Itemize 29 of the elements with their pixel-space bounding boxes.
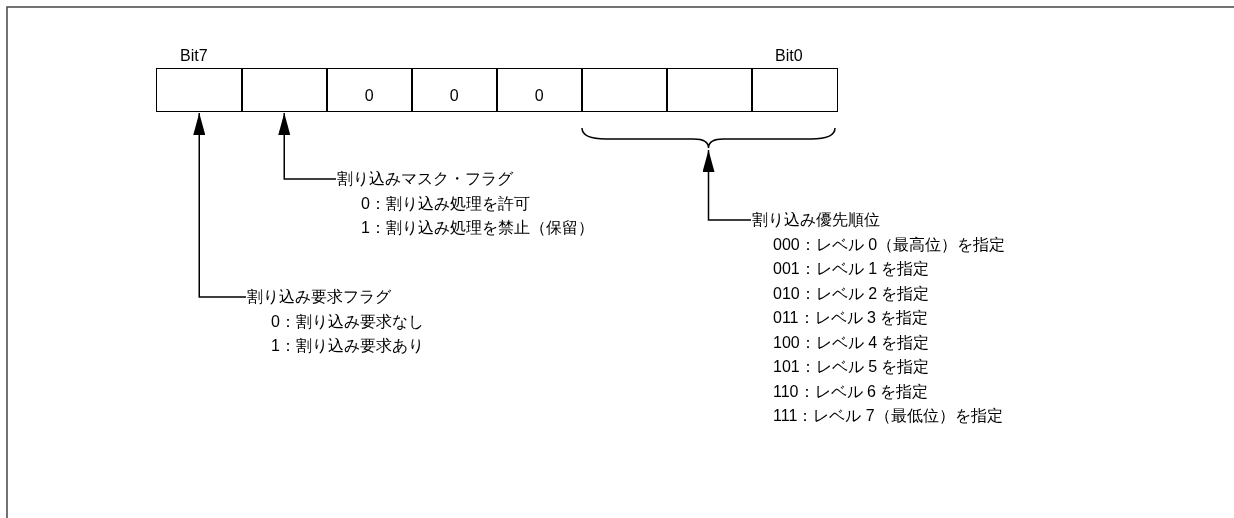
- flag-heading: 割り込み優先順位: [752, 210, 881, 230]
- bit-cell: [751, 68, 838, 112]
- bit-cell: 0: [496, 68, 583, 112]
- value-description: 1：割り込み処理を禁止（保留）: [360, 218, 594, 238]
- value-description: 0：割り込み要求なし: [270, 311, 424, 332]
- flag-heading: 割り込み要求フラグ: [247, 287, 392, 307]
- value-description: 010：レベル 2 を指定: [772, 283, 931, 304]
- value-description: 001：レベル 1 を指定: [772, 259, 931, 279]
- bit-label: Bit7: [180, 47, 208, 65]
- value-description: 1：割り込み要求あり: [270, 336, 424, 356]
- value-description: 0：割り込み処理を許可: [360, 193, 531, 214]
- bit-cell: [241, 68, 328, 112]
- bit-cell: 0: [326, 68, 413, 112]
- bit-cell: [156, 68, 243, 112]
- value-description: 111：レベル 7（最低位）を指定: [772, 406, 1004, 426]
- bit-cell: [581, 68, 668, 112]
- value-description: 110：レベル 6 を指定: [772, 381, 930, 402]
- leader-arrow: [702, 149, 752, 221]
- value-description: 011：レベル 3 を指定: [772, 308, 930, 328]
- brace: [581, 127, 836, 149]
- value-description: 000：レベル 0（最高位）を指定: [772, 234, 1006, 255]
- bit-cell: [666, 68, 753, 112]
- leader-arrow: [193, 112, 247, 298]
- bit-label: Bit0: [775, 47, 803, 65]
- leader-arrow: [278, 112, 337, 180]
- flag-heading: 割り込みマスク・フラグ: [337, 169, 514, 189]
- value-description: 101：レベル 5 を指定: [772, 357, 931, 377]
- value-description: 100：レベル 4 を指定: [772, 332, 931, 353]
- bit-cell: 0: [411, 68, 498, 112]
